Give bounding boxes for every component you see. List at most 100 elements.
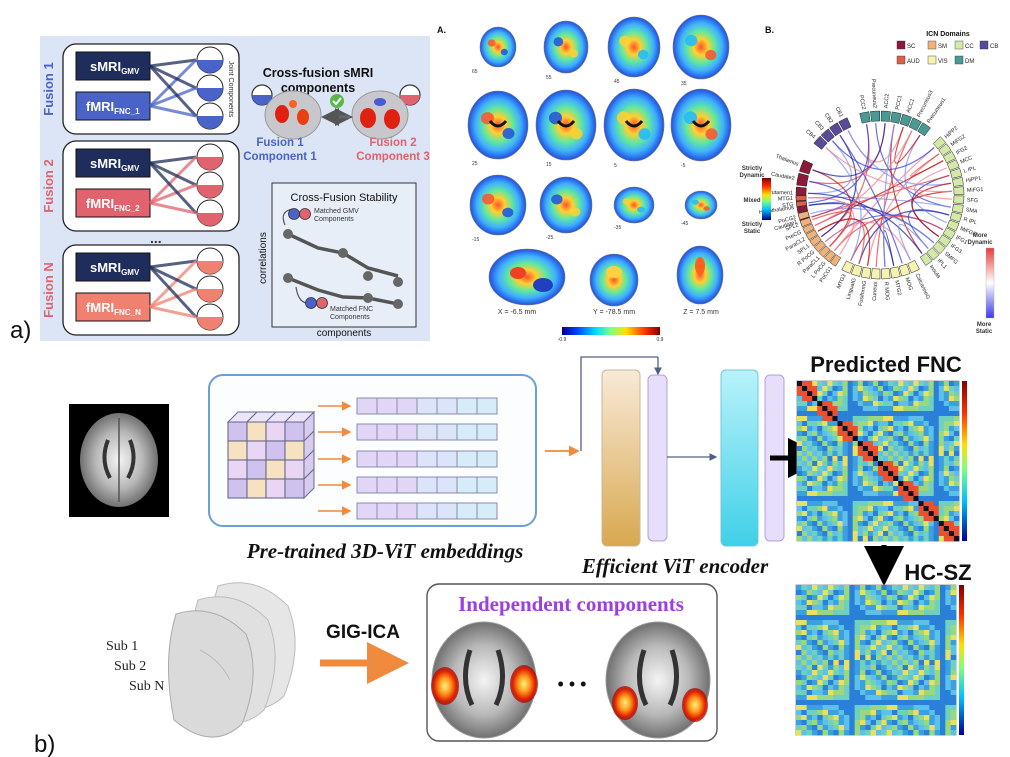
matrix-cell <box>878 531 884 537</box>
matrix-cell <box>883 431 889 437</box>
matrix-cell <box>938 426 945 432</box>
matrix-cell <box>833 670 839 676</box>
matrix-cell <box>854 695 861 701</box>
matrix-cell <box>893 386 899 392</box>
matrix-cell <box>953 536 960 542</box>
matrix-cell <box>953 386 960 392</box>
matrix-cell <box>913 620 919 626</box>
matrix-cell <box>872 421 879 427</box>
matrix-cell <box>801 585 807 591</box>
matrix-cell <box>876 675 882 681</box>
matrix-cell <box>928 381 934 387</box>
matrix-cell <box>918 441 924 447</box>
matrix-cell <box>817 426 823 432</box>
matrix-cell <box>862 516 869 522</box>
matrix-cell <box>923 531 929 537</box>
matrix-cell <box>807 391 813 397</box>
matrix-cell <box>933 506 940 512</box>
matrix-cell <box>872 406 879 412</box>
matrix-cell <box>833 685 839 691</box>
matrix-cell <box>812 640 818 646</box>
token-cell <box>436 423 458 441</box>
matrix-cell <box>913 471 919 477</box>
joint-component-fill <box>197 261 223 274</box>
matrix-cell <box>945 725 951 731</box>
matrix-cell <box>857 381 864 387</box>
slice-blob <box>500 48 508 56</box>
matrix-cell <box>857 476 864 482</box>
matrix-cell <box>860 720 866 726</box>
matrix-cell <box>893 511 899 517</box>
matrix-cell <box>953 476 960 482</box>
encoder-block-attention <box>601 369 641 547</box>
matched-gmv-label: Matched GMV <box>314 208 359 215</box>
independent-components-title: Independent components <box>458 592 684 616</box>
matrix-cell <box>928 466 934 472</box>
matrix-cell <box>953 456 960 462</box>
matrix-cell <box>872 476 879 482</box>
matrix-cell <box>913 615 919 621</box>
matrix-cell <box>852 476 859 482</box>
matrix-cell <box>844 640 850 646</box>
matrix-cell <box>948 461 955 467</box>
icn-node-segment <box>889 266 901 279</box>
icn-legend-title: ICN Domains <box>926 31 970 38</box>
matrix-cell <box>797 471 803 477</box>
token-cell <box>376 423 398 441</box>
matrix-cell <box>924 670 930 676</box>
axial-slice <box>613 186 655 224</box>
matrix-cell <box>847 416 853 422</box>
icn-node-segment <box>841 260 854 274</box>
icn-node-label: CB1 <box>834 106 844 118</box>
matrix-cell <box>797 391 803 397</box>
matrix-cell <box>852 421 859 427</box>
matrix-cell <box>924 645 930 651</box>
matrix-cell <box>950 675 957 681</box>
icn-node-label: SFG <box>967 198 979 205</box>
matrix-cell <box>833 665 839 671</box>
matrix-cell <box>797 441 803 447</box>
matrix-cell <box>828 665 834 671</box>
matrix-cell <box>844 670 850 676</box>
matrix-cell <box>832 501 838 507</box>
matrix-cell <box>888 516 894 522</box>
matrix-cell <box>902 710 909 716</box>
fusion-link <box>149 161 197 187</box>
matrix-cell <box>934 595 941 601</box>
matrix-cell <box>888 426 894 432</box>
matrix-cell <box>913 416 919 422</box>
matrix-cell <box>842 521 848 527</box>
matrix-cell <box>796 685 802 691</box>
token-cell <box>376 397 398 415</box>
matrix-cell <box>870 630 877 636</box>
matrix-cell <box>893 391 899 397</box>
matrix-cell <box>837 531 843 537</box>
matrix-cell <box>872 526 879 532</box>
matrix-cell <box>801 640 807 646</box>
matrix-cell <box>892 645 898 651</box>
matrix-cell <box>860 595 866 601</box>
matrix-cell <box>812 650 818 656</box>
matrix-cell <box>827 491 833 497</box>
scale-more-static: More <box>977 322 992 328</box>
matrix-cell <box>902 690 909 696</box>
matrix-cell <box>802 391 808 397</box>
matrix-cell <box>934 645 941 651</box>
matrix-cell <box>913 660 919 666</box>
fusion-link <box>148 265 198 319</box>
connectivity-chord <box>825 147 952 193</box>
joint-component-fill <box>197 116 223 129</box>
matrix-cell <box>923 486 929 492</box>
icn-node-label: SPL2 <box>785 222 800 232</box>
matrix-cell <box>832 391 838 397</box>
slice-colorbar <box>562 327 660 335</box>
matrix-cell <box>867 526 874 532</box>
matrix-cell <box>828 650 834 656</box>
matrix-cell <box>822 416 828 422</box>
matrix-cell <box>838 585 845 591</box>
matrix-cell <box>918 416 924 422</box>
matrix-cell <box>806 645 813 651</box>
matrix-cell <box>881 595 887 601</box>
matrix-cell <box>806 640 813 646</box>
